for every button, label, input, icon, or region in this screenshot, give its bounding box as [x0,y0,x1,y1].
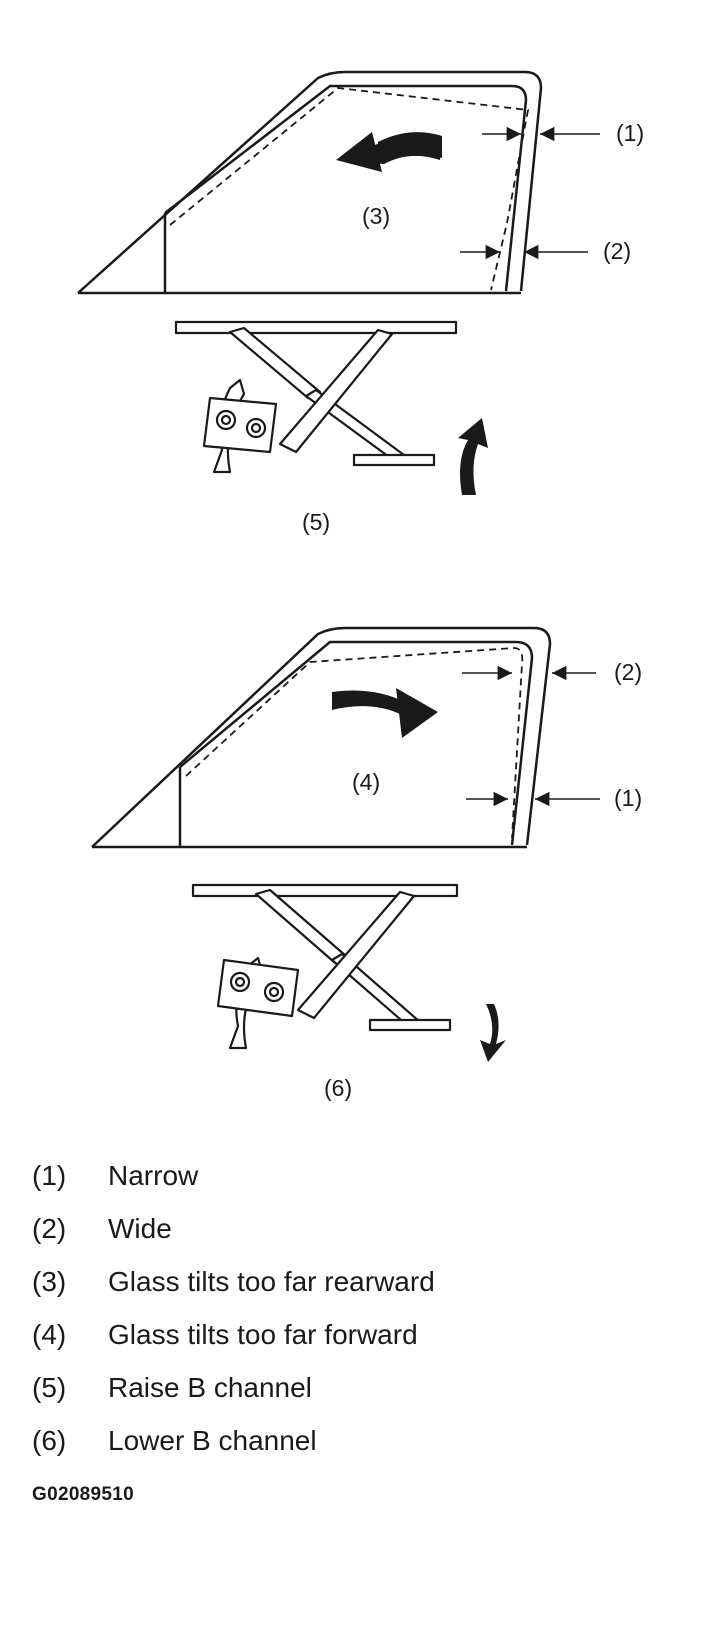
bottom-wide-label: (2) [614,659,642,685]
legend: (1) Narrow (2) Wide (3) Glass tilts too … [32,1160,435,1456]
legend-item: (1) Narrow [32,1160,199,1191]
bottom-window-frame [91,626,552,849]
curved-arrow-right-icon [332,688,438,738]
legend-item: (5) Raise B channel [32,1372,312,1403]
bottom-action-label: (6) [324,1075,352,1101]
arrow-down-icon [480,1004,506,1062]
legend-item: (4) Glass tilts too far forward [32,1319,418,1350]
top-wide-label: (2) [603,238,631,264]
figure-id: G02089510 [32,1484,134,1505]
bottom-narrow-label: (1) [614,785,642,811]
top-glass-outline [169,87,530,291]
top-narrow-label: (1) [616,120,644,146]
top-action-label: (5) [302,509,330,535]
legend-number: (4) [32,1319,66,1350]
legend-text: Raise B channel [108,1372,312,1403]
legend-number: (5) [32,1372,66,1403]
legend-number: (3) [32,1266,66,1297]
legend-text: Glass tilts too far rearward [108,1266,435,1297]
legend-text: Glass tilts too far forward [108,1319,418,1350]
legend-number: (2) [32,1213,66,1244]
top-tilt-label: (3) [362,203,390,229]
top-view: (1) (2) (3) (5) [77,70,644,535]
top-regulator [174,320,458,474]
legend-item: (2) Wide [32,1213,172,1244]
legend-item: (3) Glass tilts too far rearward [32,1266,435,1297]
bottom-tilt-label: (4) [352,769,380,795]
bottom-regulator [191,883,459,1050]
legend-item: (6) Lower B channel [32,1425,317,1456]
legend-text: Narrow [108,1160,199,1191]
curved-arrow-left-icon [336,132,442,172]
legend-number: (1) [32,1160,66,1191]
legend-text: Wide [108,1213,172,1244]
top-window-frame [77,70,543,295]
bottom-view: (2) (1) (4) (6) [91,626,642,1101]
legend-text: Lower B channel [108,1425,317,1456]
bottom-glass-outline [185,647,524,839]
arrow-up-icon [458,418,488,495]
legend-number: (6) [32,1425,66,1456]
